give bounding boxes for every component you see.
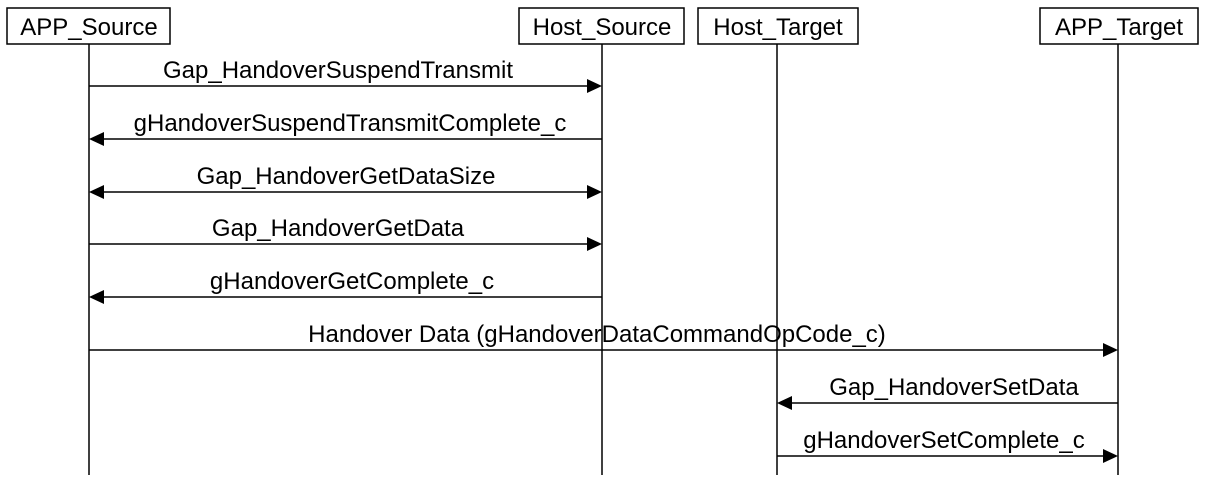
- message-6: Handover Data (gHandoverDataCommandOpCod…: [89, 321, 1118, 357]
- participant-label-host-source: Host_Source: [533, 14, 672, 41]
- arrowhead-right: [1103, 449, 1118, 463]
- arrowhead-left: [89, 185, 104, 199]
- lifelines: [88, 44, 1119, 475]
- participant-label-app-target: APP_Target: [1055, 14, 1183, 41]
- arrowhead-right: [587, 237, 602, 251]
- arrowhead-right: [1103, 343, 1118, 357]
- message-label-2: gHandoverSuspendTransmitComplete_c: [134, 110, 567, 137]
- arrowhead-right: [587, 79, 602, 93]
- message-label-7: Gap_HandoverSetData: [829, 374, 1079, 401]
- arrowhead-left: [777, 396, 792, 410]
- participant-label-host-target: Host_Target: [713, 14, 843, 41]
- message-1: Gap_HandoverSuspendTransmit: [89, 57, 602, 93]
- message-label-6: Handover Data (gHandoverDataCommandOpCod…: [308, 321, 886, 348]
- participant-label-app-source: APP_Source: [20, 14, 157, 41]
- arrowhead-left: [89, 132, 104, 146]
- participant-app-target: APP_Target: [1039, 7, 1199, 45]
- message-2: gHandoverSuspendTransmitComplete_c: [89, 110, 602, 146]
- participant-app-source: APP_Source: [6, 7, 171, 45]
- message-label-8: gHandoverSetComplete_c: [803, 427, 1085, 454]
- message-label-1: Gap_HandoverSuspendTransmit: [163, 57, 513, 84]
- participant-host-source: Host_Source: [518, 7, 685, 45]
- message-label-4: Gap_HandoverGetData: [212, 215, 465, 242]
- message-4: Gap_HandoverGetData: [89, 215, 602, 251]
- message-label-5: gHandoverGetComplete_c: [210, 268, 494, 295]
- message-3: Gap_HandoverGetDataSize: [89, 163, 602, 199]
- message-label-3: Gap_HandoverGetDataSize: [197, 163, 496, 190]
- message-8: gHandoverSetComplete_c: [777, 427, 1118, 463]
- arrowhead-right: [587, 185, 602, 199]
- message-5: gHandoverGetComplete_c: [89, 268, 602, 304]
- message-7: Gap_HandoverSetData: [777, 374, 1118, 410]
- arrowhead-left: [89, 290, 104, 304]
- participant-host-target: Host_Target: [697, 7, 859, 45]
